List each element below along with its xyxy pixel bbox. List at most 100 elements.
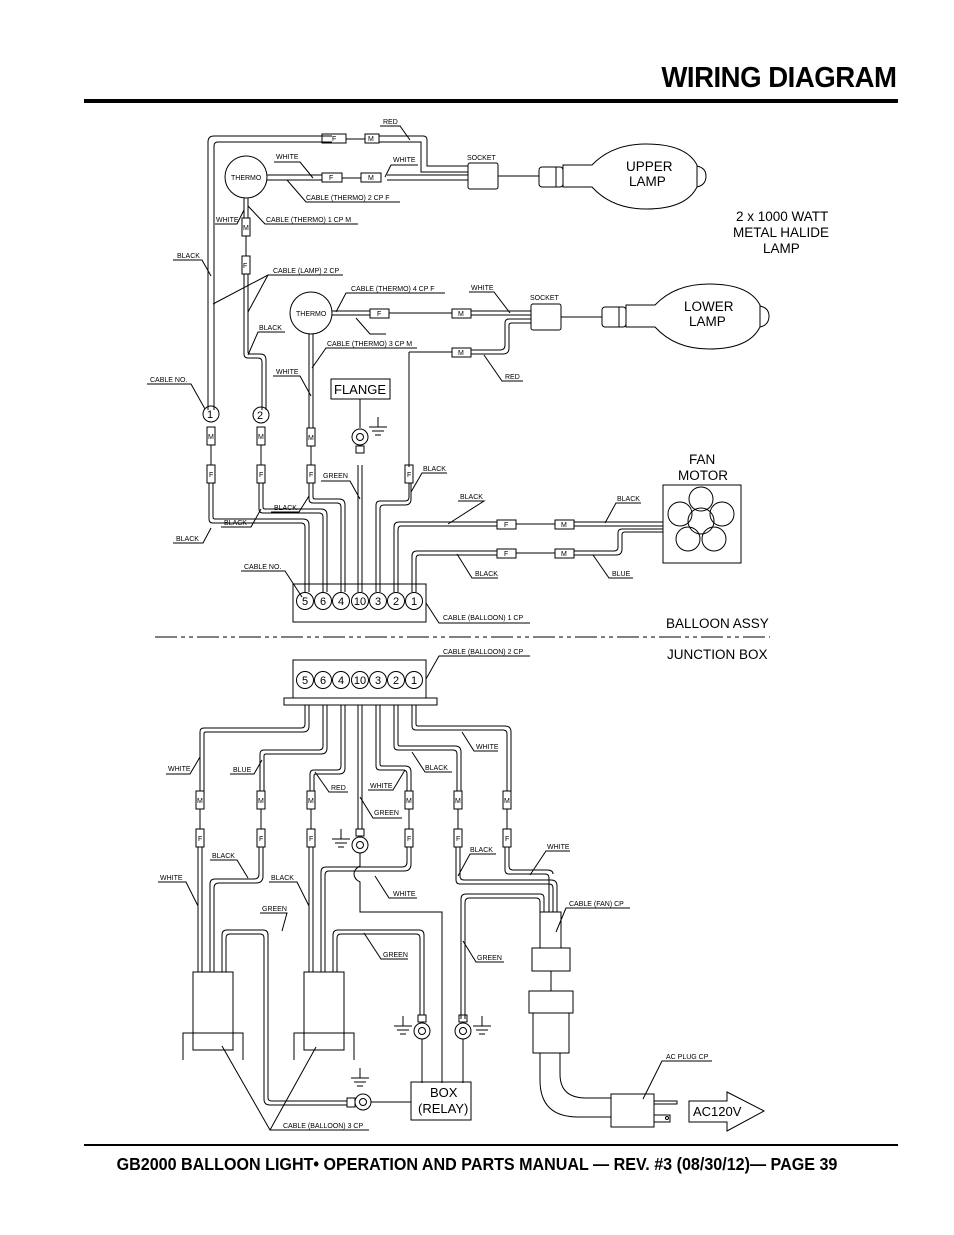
terminal-circle — [351, 671, 369, 689]
wire-label-black: BLACK — [271, 875, 294, 882]
ground-terminal-icon — [454, 1014, 472, 1040]
page-title: WIRING DIAGRAM — [661, 62, 898, 94]
connector-m-label: M — [455, 798, 461, 805]
wire-label-black: BLACK — [224, 520, 247, 527]
terminal-number: 4 — [338, 675, 344, 687]
wire-label-green: GREEN — [262, 906, 287, 913]
wire-label-blue: BLUE — [233, 767, 252, 774]
connector-m-label: M — [458, 311, 464, 318]
terminal-circle — [387, 671, 405, 689]
upper-lamp-label: UPPER — [626, 159, 673, 174]
wire-label-white: WHITE — [370, 783, 393, 790]
wire-label-black: BLACK — [470, 847, 493, 854]
connector-f-label: F — [243, 263, 247, 270]
terminal-circle — [332, 592, 350, 610]
terminal-circle — [296, 592, 314, 610]
wire-label-white: WHITE — [547, 844, 570, 851]
wire-label-black: BLACK — [177, 253, 200, 260]
fan-motor-label: MOTOR — [678, 468, 728, 483]
cable-label-fan-cp: CABLE (FAN) CP — [569, 901, 624, 908]
ground-symbol-icon — [473, 1016, 491, 1035]
connector-f — [321, 133, 347, 144]
ground-symbol-icon — [394, 1016, 412, 1035]
terminal-number: 10 — [354, 675, 366, 687]
connector-m-label: M — [208, 434, 214, 441]
ac-supply-label: AC120V — [693, 1104, 742, 1119]
footer-rule — [84, 1144, 898, 1146]
terminal-number: 4 — [338, 596, 344, 608]
connector-m-label: M — [368, 175, 374, 182]
wire-label-white: WHITE — [476, 744, 499, 751]
connector-m-label: M — [308, 798, 314, 805]
terminal-number: 1 — [411, 596, 417, 608]
header-rule — [84, 99, 898, 103]
fan-motor-label: FAN — [689, 452, 715, 467]
terminal-number: 2 — [393, 675, 399, 687]
lower-lamp-base-connector — [293, 971, 355, 1060]
terminal-circle — [314, 592, 332, 610]
connector-m-label: M — [458, 350, 464, 357]
wire-label-white: WHITE — [393, 891, 416, 898]
ground-terminal-icon — [413, 1014, 431, 1040]
upper-socket — [467, 162, 499, 190]
junction-box-label: JUNCTION BOX — [667, 647, 768, 662]
connector-m-label: M — [243, 225, 249, 232]
wire-label-black: BLACK — [176, 536, 199, 543]
connector-f — [241, 255, 251, 275]
page-footer: GB2000 BALLOON LIGHT• OPERATION AND PART… — [116, 1154, 838, 1174]
ground-symbol-icon — [332, 829, 350, 848]
wire-label-black: BLACK — [425, 765, 448, 772]
upper-thermo — [224, 155, 268, 199]
ground-symbol-icon — [351, 1068, 369, 1087]
wire-label-red: RED — [383, 119, 398, 126]
terminal-number: 6 — [320, 596, 326, 608]
cable-label-balloon-3cp: CABLE (BALLOON) 3 CP — [283, 1123, 363, 1130]
connector-f-label: F — [332, 136, 336, 143]
lower-lamp — [601, 283, 770, 350]
terminal-circle — [369, 592, 387, 610]
wire-label-white: WHITE — [393, 157, 416, 164]
wire-label-black: BLACK — [259, 325, 282, 332]
connector-f-label: F — [309, 836, 313, 843]
cable-label-thermo-1cp-m: CABLE (THERMO) 1 CP M — [266, 217, 351, 224]
upper-lamp-label: LAMP — [629, 174, 666, 189]
upper-lamp-cable — [207, 135, 468, 410]
connector-m-label: M — [258, 798, 264, 805]
terminal-circle — [405, 671, 423, 689]
wire-label-black: BLACK — [212, 853, 235, 860]
upper-lamp — [538, 143, 707, 210]
lamp-spec-label: METAL HALIDE — [733, 225, 829, 240]
wire-label-white: WHITE — [276, 369, 299, 376]
wire-label-black: BLACK — [274, 505, 297, 512]
cable-label-balloon-1cp: CABLE (BALLOON) 1 CP — [443, 615, 523, 622]
connector-f-label: F — [329, 175, 333, 182]
lower-thermo-label: THERMO — [296, 311, 327, 318]
terminal-circle — [387, 592, 405, 610]
connector-m-label: M — [561, 551, 567, 558]
wire-label-white: WHITE — [216, 217, 239, 224]
lower-socket-label: SOCKET — [530, 295, 560, 302]
fan-icon — [662, 484, 742, 564]
connector-m-label: M — [504, 798, 510, 805]
connector-m — [554, 519, 575, 530]
connector-f-label: F — [504, 551, 508, 558]
balloon-assy-label: BALLOON ASSY — [666, 616, 769, 631]
column-connectors-lower: M F M F M F M F M F M F — [195, 790, 512, 848]
wire-label-black: BLACK — [475, 571, 498, 578]
connector-m-label: M — [368, 136, 374, 143]
lower-lamp-label: LAMP — [689, 314, 726, 329]
relay-box-label: BOX — [430, 1085, 458, 1100]
terminal-circle — [405, 592, 423, 610]
lamp-spec-label: 2 x 1000 WATT — [736, 209, 828, 224]
connector-m — [451, 308, 472, 319]
connector-f-label: F — [377, 311, 381, 318]
flange-label: FLANGE — [334, 382, 386, 397]
terminal-circle — [296, 671, 314, 689]
connector-f-label: F — [209, 472, 213, 479]
connector-f-label: F — [198, 836, 202, 843]
wire-label-red: RED — [331, 785, 346, 792]
lower-thermo — [289, 291, 333, 335]
connector-f-label: F — [407, 472, 411, 479]
